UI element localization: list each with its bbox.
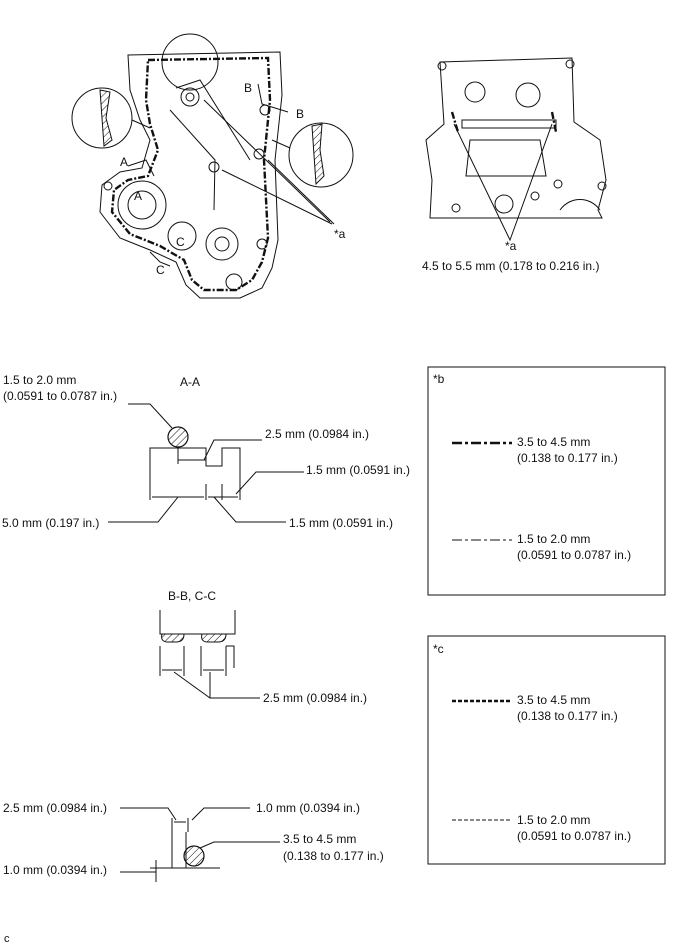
section-mark-c-bottom: C [156, 263, 165, 277]
detail-bead-size: 3.5 to 4.5 mm [283, 832, 356, 846]
legend-b-tag: *b [433, 372, 445, 386]
aa-left-width: 5.0 mm (0.197 in.) [2, 516, 99, 530]
section-bb-cc: B-B, C-C 2.5 mm (0.0984 in.) [159, 589, 367, 705]
section-mark-c-top: C [176, 235, 185, 249]
timing-cover-illustration: A A B B C C *a [71, 33, 354, 299]
legend-b: *b 3.5 to 4.5 mm (0.138 to 0.177 in.) 1.… [427, 366, 666, 596]
figure-code: c [4, 933, 10, 945]
section-mark-b-top: B [244, 81, 252, 95]
detail-height-left: 1.0 mm (0.0394 in.) [3, 863, 107, 877]
bead-aa [167, 426, 189, 448]
aa-right-width: 1.5 mm (0.0591 in.) [306, 463, 410, 477]
aa-bottom-width: 1.5 mm (0.0591 in.) [289, 516, 393, 530]
callout-a-block: *a [505, 239, 517, 253]
magnifier-detail-left [71, 87, 133, 149]
legend-b-thick-inch: (0.138 to 0.177 in.) [517, 451, 618, 465]
legend-b-thick-size: 3.5 to 4.5 mm [517, 435, 590, 449]
legend-b-thin-inch: (0.0591 to 0.0787 in.) [517, 548, 631, 562]
aa-bead-size: 1.5 to 2.0 mm [3, 373, 76, 387]
bbcc-dimension: 2.5 mm (0.0984 in.) [263, 691, 367, 705]
legend-c-thin-inch: (0.0591 to 0.0787 in.) [517, 829, 631, 843]
section-aa-title: A-A [180, 375, 200, 389]
legend-c: *c 3.5 to 4.5 mm (0.138 to 0.177 in.) 1.… [427, 635, 666, 865]
detail-offset-top: 2.5 mm (0.0984 in.) [3, 801, 107, 815]
corner-detail: 2.5 mm (0.0984 in.) 1.0 mm (0.0394 in.) … [3, 801, 384, 882]
aa-groove-depth: 2.5 mm (0.0984 in.) [265, 427, 369, 441]
legend-c-tag: *c [433, 642, 444, 656]
legend-c-thin-size: 1.5 to 2.0 mm [517, 813, 590, 827]
section-mark-a-top: A [120, 155, 128, 169]
cylinder-block-illustration: *a 4.5 to 5.5 mm (0.178 to 0.216 in.) [422, 57, 607, 273]
section-mark-b-bottom: B [296, 107, 304, 121]
detail-width-right: 1.0 mm (0.0394 in.) [256, 801, 360, 815]
section-bbcc-title: B-B, C-C [168, 589, 216, 603]
legend-c-thick-size: 3.5 to 4.5 mm [517, 693, 590, 707]
block-bead-spec: 4.5 to 5.5 mm (0.178 to 0.216 in.) [422, 259, 599, 273]
legend-b-thin-size: 1.5 to 2.0 mm [517, 532, 590, 546]
section-aa: A-A 1.5 to 2.0 mm (0.0591 to 0.0787 in.)… [2, 373, 410, 530]
sealant-bead-cover [110, 56, 272, 292]
detail-bead-size-inch: (0.138 to 0.177 in.) [283, 849, 384, 863]
aa-bead-size-inch: (0.0591 to 0.0787 in.) [3, 389, 117, 403]
legend-c-thick-inch: (0.138 to 0.177 in.) [517, 709, 618, 723]
magnifier-detail-right [288, 122, 354, 188]
bead-detail [183, 845, 205, 867]
section-mark-a-bottom: A [134, 189, 142, 203]
callout-a-cover: *a [334, 227, 346, 241]
sealant-bead-block [450, 111, 558, 133]
